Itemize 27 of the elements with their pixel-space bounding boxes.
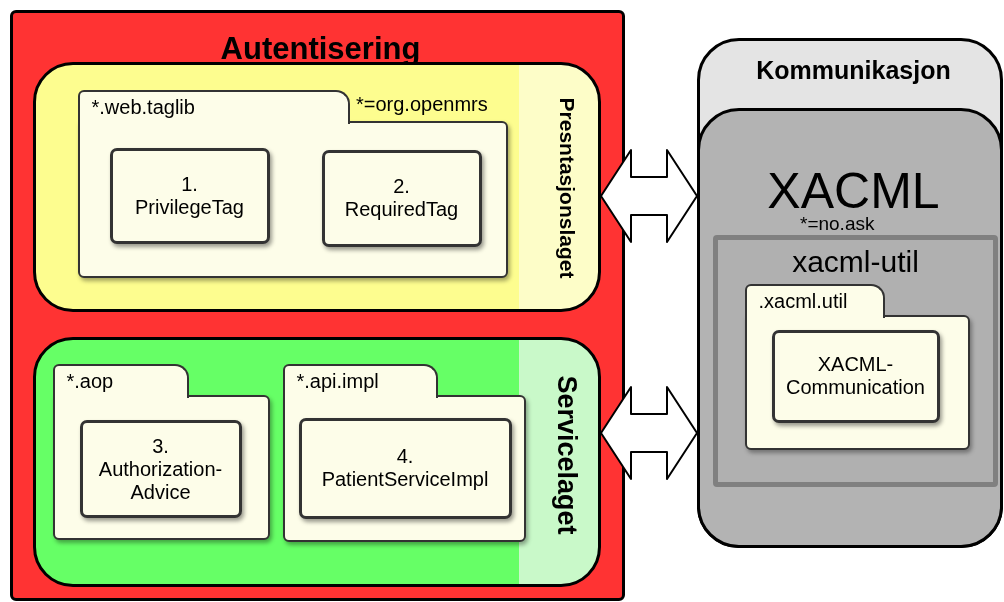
layer-box [33, 337, 601, 587]
class-box [109, 147, 270, 244]
class-name: 3. Authorization-Advice [98, 434, 223, 503]
class-name: 2. RequiredTag [344, 175, 459, 221]
class-name: XACML-Communication [786, 353, 925, 399]
class-box [321, 149, 482, 247]
class-name: 1. PrivilegeTag [135, 172, 244, 219]
layer-box [33, 62, 601, 312]
double-arrow [600, 386, 698, 480]
component-title: Kommunikasjon [755, 56, 952, 85]
package-name: *.api.impl [282, 364, 438, 398]
layer-title: Servicelaget [551, 374, 583, 537]
package-name: .xacml.util [744, 284, 885, 318]
class-name: 4. PatientServiceImpl [321, 445, 489, 491]
layer-title: Autentisering [219, 31, 422, 67]
double-arrow [600, 149, 698, 243]
layer-title: Presntasjonslaget [555, 96, 580, 281]
namespace-note: *=org.openmrs [356, 93, 488, 116]
class-box [771, 329, 940, 423]
package-name: *.aop [52, 364, 189, 398]
package-name: *.web.taglib [77, 90, 350, 124]
layer-box [10, 10, 625, 601]
module-title: xacml-util [791, 245, 920, 280]
class-box [298, 417, 512, 519]
module-box [713, 235, 998, 487]
namespace-note: *=no.ask [800, 213, 875, 235]
class-box [79, 419, 242, 518]
